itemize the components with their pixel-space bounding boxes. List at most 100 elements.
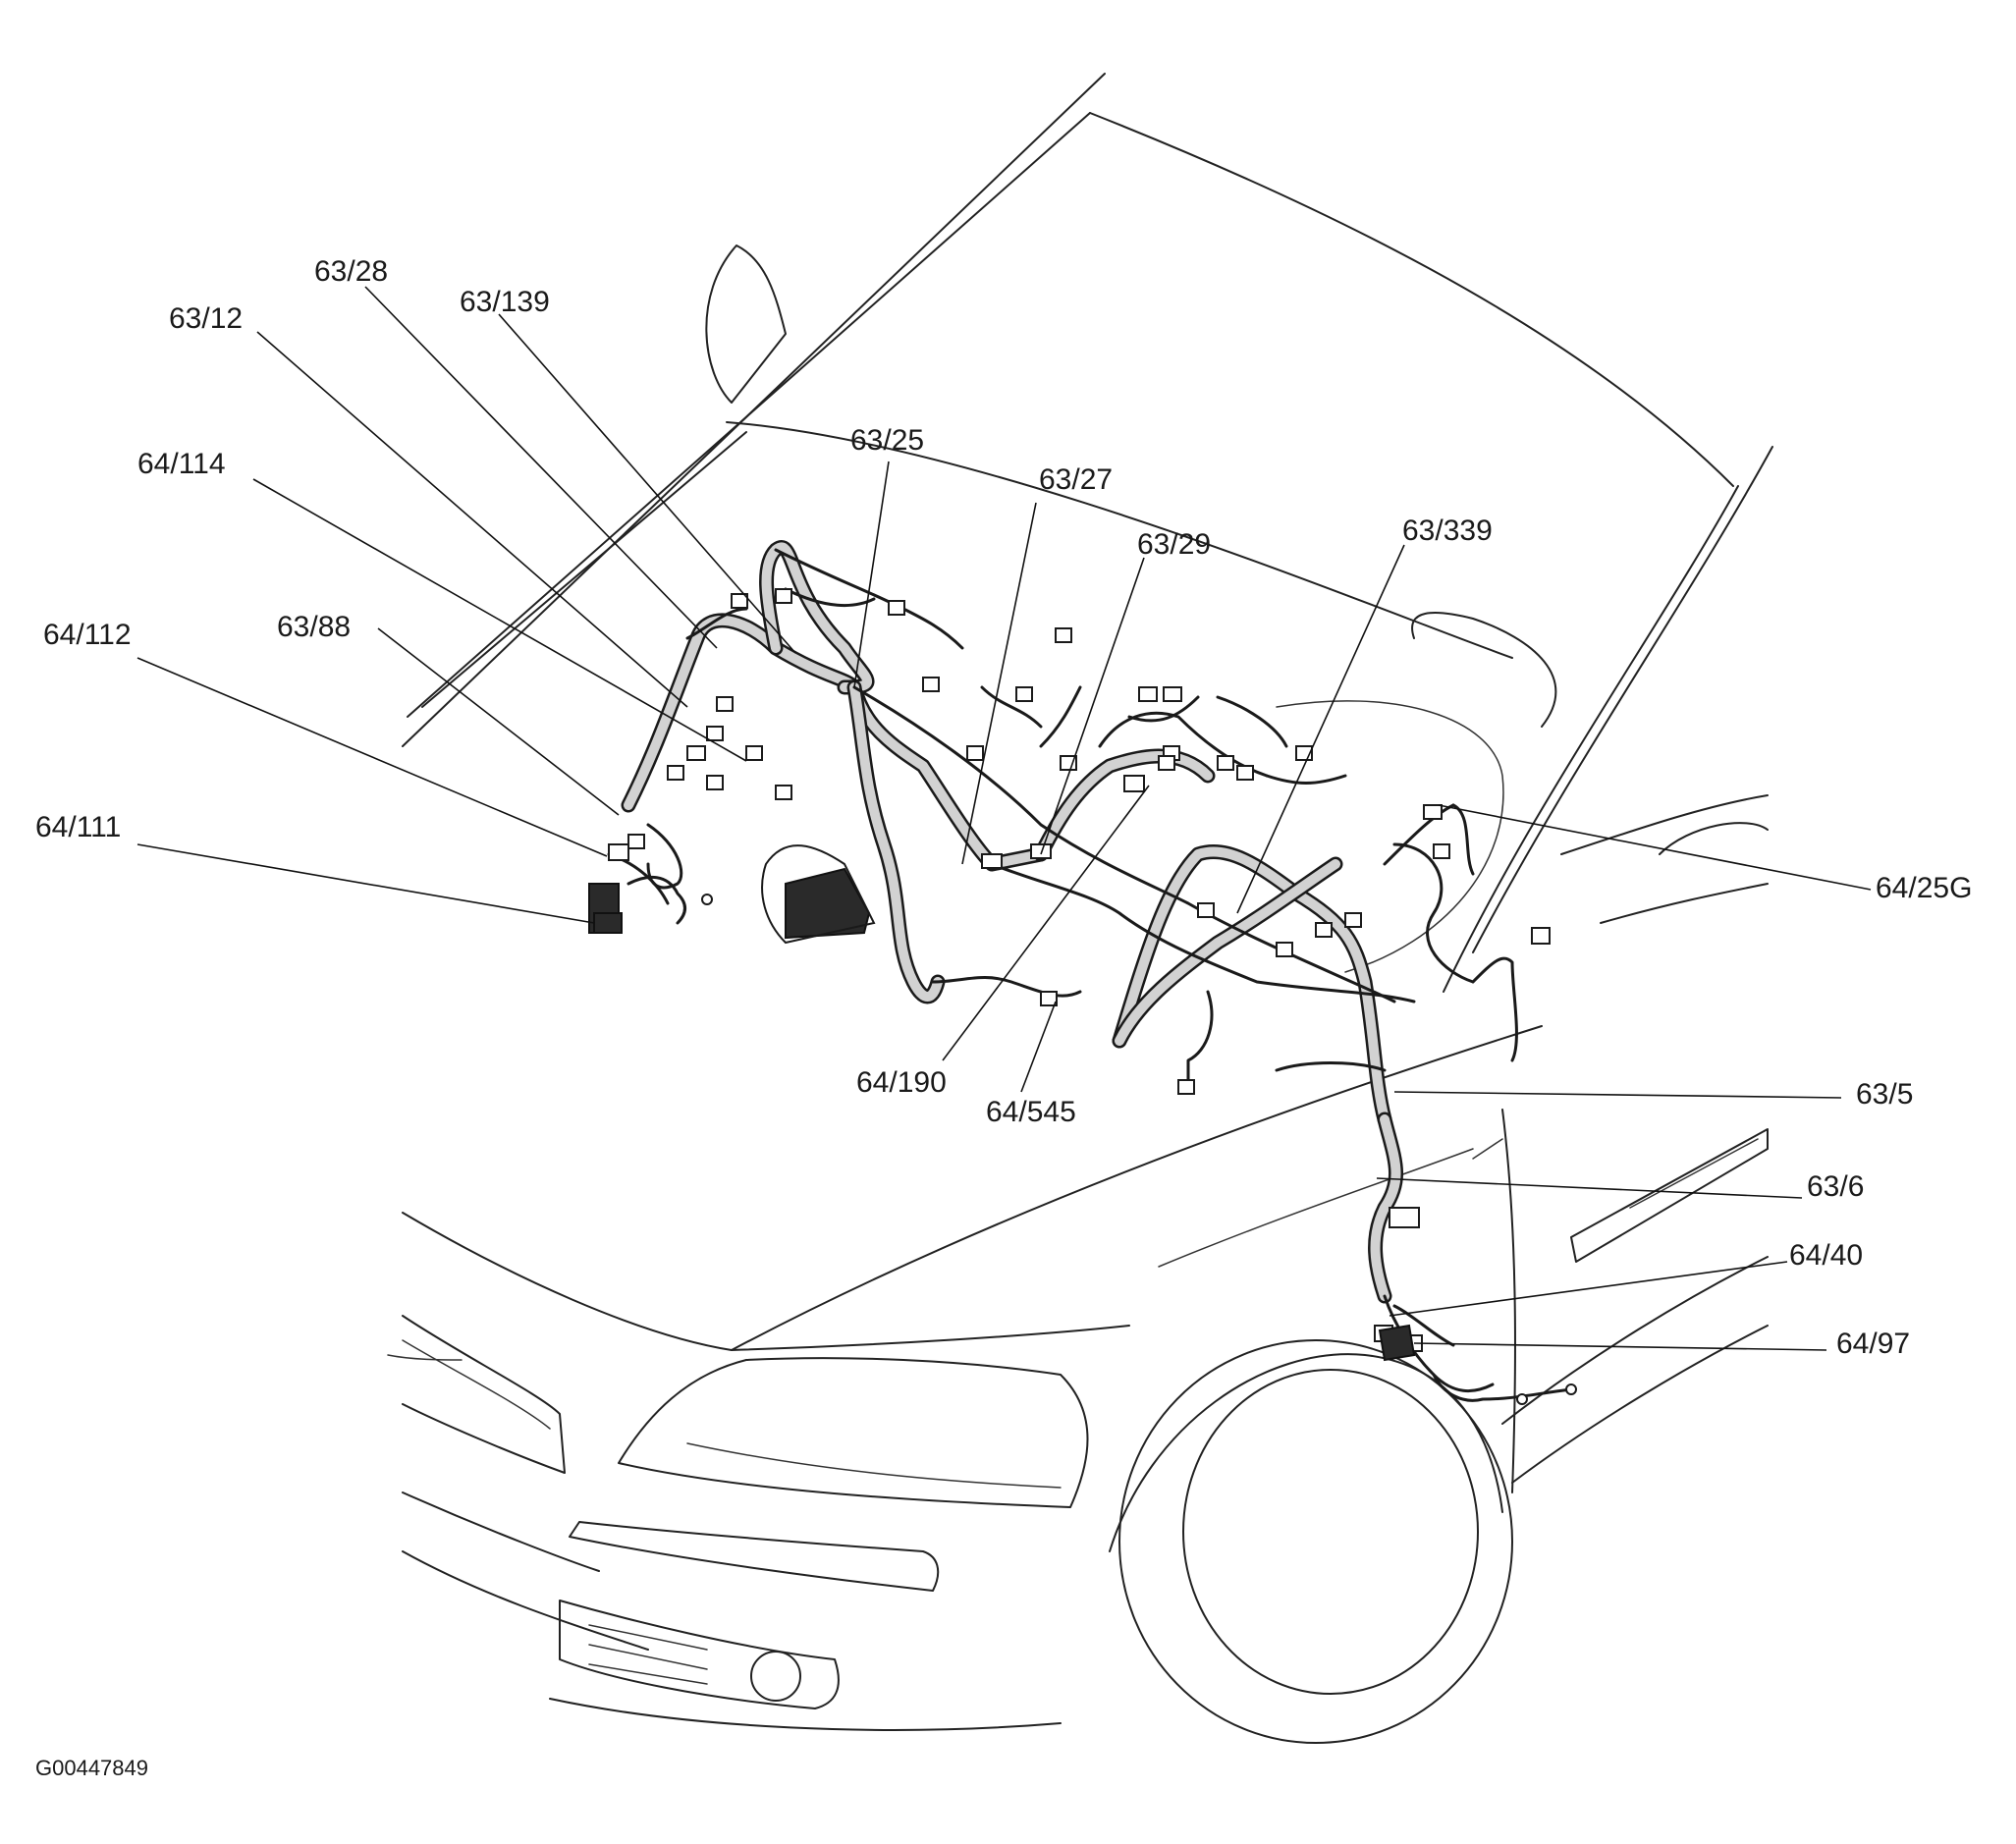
leader-63-28 — [364, 286, 718, 649]
windshield-inner-line — [407, 112, 1091, 718]
leader-64-25G — [1438, 804, 1872, 891]
bumper-light-strip — [569, 1521, 940, 1592]
right-a-pillar-inner — [1443, 485, 1739, 993]
callout-64-114: 64/114 — [137, 448, 226, 480]
callout-63-25: 63/25 — [850, 424, 924, 457]
connector — [716, 696, 734, 712]
leader-64-40 — [1389, 1261, 1788, 1317]
bumper-lower — [402, 1550, 649, 1651]
wire-15 — [1392, 1304, 1455, 1347]
cowl-front-line — [726, 421, 1513, 659]
connector — [966, 745, 984, 761]
leader-64-111 — [136, 843, 595, 924]
vehicle-outline — [387, 73, 1773, 1744]
leader-63-88 — [377, 627, 620, 816]
wire-11 — [1451, 803, 1475, 876]
connector — [1433, 843, 1450, 859]
connector — [1060, 755, 1077, 771]
connector — [667, 765, 684, 781]
wire-8 — [1186, 990, 1214, 1082]
harness-left-branch-fill — [849, 682, 943, 1002]
leader-63-29 — [1040, 557, 1145, 855]
connector — [1158, 755, 1175, 771]
callout-63-28: 63/28 — [314, 255, 388, 288]
connector — [775, 785, 792, 800]
harness-inner-loop-fill — [1115, 859, 1340, 1046]
ecu-module-outline — [761, 844, 876, 945]
wire-21 — [980, 685, 1043, 729]
connector — [1138, 686, 1158, 702]
grille-outer — [402, 1315, 566, 1474]
front-tire-outer — [1118, 1339, 1513, 1744]
module-block-right — [1378, 1324, 1416, 1362]
connector — [775, 588, 792, 604]
hood-crease — [1158, 1148, 1474, 1268]
mirror-right — [1659, 822, 1769, 855]
fender-mark — [1472, 1138, 1503, 1160]
connector — [1055, 627, 1072, 643]
figure-id-label: G00447849 — [35, 1756, 148, 1780]
connector — [1236, 765, 1254, 781]
wire-9 — [1392, 842, 1475, 984]
leader-63-12 — [256, 331, 688, 708]
side-sill-2 — [1511, 1325, 1769, 1484]
connector — [706, 726, 724, 741]
leader-63-5 — [1393, 1091, 1842, 1099]
connector — [1040, 991, 1058, 1006]
connector — [706, 775, 724, 790]
leader-63-27 — [961, 502, 1037, 865]
strut-tower — [1411, 612, 1557, 728]
ground-eye — [1516, 1393, 1528, 1405]
connector — [731, 593, 748, 609]
leader-63-6 — [1376, 1177, 1803, 1199]
callout-63-339: 63/339 — [1402, 515, 1493, 547]
ecu-module — [785, 867, 871, 940]
fog-lamp — [750, 1651, 801, 1702]
wire-22 — [1039, 685, 1082, 748]
side-sill-1 — [1501, 1256, 1769, 1425]
connector — [627, 834, 645, 849]
wiring-harness — [588, 540, 1577, 1405]
right-a-pillar — [1472, 446, 1773, 953]
connector — [1389, 1207, 1420, 1228]
fog-grille-line-1 — [588, 1624, 708, 1651]
leader-64-545 — [1020, 1001, 1057, 1093]
connector — [1030, 843, 1052, 859]
connector — [888, 600, 905, 616]
connector — [922, 677, 940, 692]
connector — [608, 843, 629, 861]
connector — [686, 745, 706, 761]
leader-64-97 — [1413, 1342, 1827, 1351]
wire-19 — [685, 607, 748, 640]
bumper-top — [402, 1491, 600, 1572]
callout-64-25G: 64/25G — [1876, 872, 1972, 904]
harness-main-trunk-fill — [624, 616, 1046, 869]
callout-63-88: 63/88 — [277, 611, 351, 643]
front-fender-line — [731, 1325, 1130, 1351]
side-mirror — [705, 244, 787, 404]
wire-10 — [1383, 803, 1455, 866]
connector — [1344, 912, 1362, 928]
ground-eye — [1565, 1383, 1577, 1395]
leader-64-190 — [942, 785, 1150, 1061]
connector — [1123, 775, 1145, 792]
door-top-edge — [1560, 794, 1769, 855]
leader-63-139 — [498, 313, 796, 654]
engine-bay-curve — [1276, 700, 1504, 973]
ground-eye — [701, 894, 713, 905]
headlight-inner — [686, 1442, 1062, 1489]
leader-64-112 — [136, 657, 608, 857]
wire-18 — [627, 875, 686, 925]
wire-20 — [901, 607, 964, 650]
connector — [745, 745, 763, 761]
hood-front-edge — [402, 1025, 1543, 1351]
leader-63-25 — [853, 461, 890, 688]
callout-63-12: 63/12 — [169, 302, 243, 335]
wire-4 — [990, 862, 1416, 1003]
wire-12 — [1471, 956, 1518, 1062]
wire-23 — [1127, 695, 1200, 723]
callout-64-40: 64/40 — [1789, 1239, 1863, 1272]
cowl-top-line — [1089, 112, 1734, 487]
door-lower-edge — [1600, 883, 1769, 924]
